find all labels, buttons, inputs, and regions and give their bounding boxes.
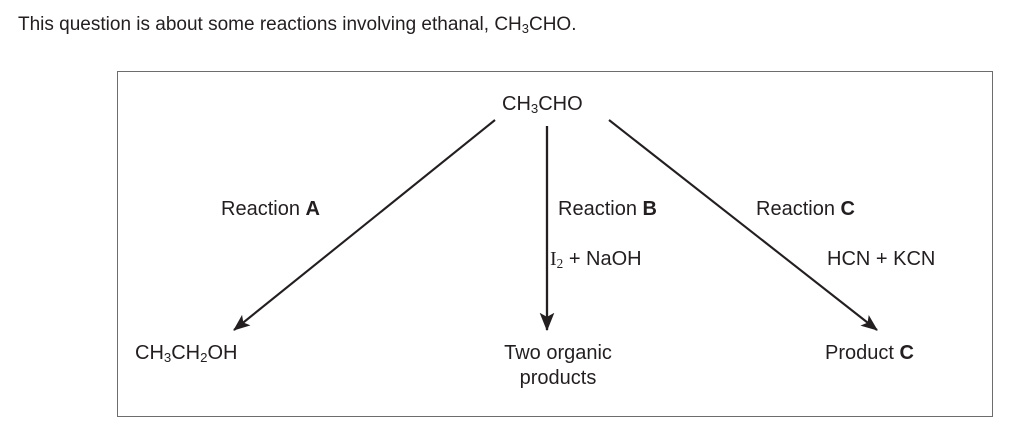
reaction-c-label: Reaction C xyxy=(756,197,855,222)
reaction-a-letter: A xyxy=(305,198,320,220)
reaction-scheme-box: CH3CHO Reaction A Reaction B Reaction C … xyxy=(117,71,993,417)
arrow-to-product-a xyxy=(233,119,496,331)
reaction-b-letter: B xyxy=(642,198,657,220)
product-a-part1: CH xyxy=(135,342,164,364)
starting-material-part1: CH xyxy=(502,93,531,115)
product-a-subscript-3: 3 xyxy=(163,349,172,365)
starting-material-label: CH3CHO xyxy=(502,92,583,121)
reagent-b-iodine-symbol: I xyxy=(550,248,557,270)
reaction-b-label-text: Reaction xyxy=(558,198,643,220)
intro-text-part2: CHO. xyxy=(528,14,577,35)
reagent-b-iodine: I2 xyxy=(550,248,564,272)
reaction-b-label: Reaction B xyxy=(558,197,657,222)
product-b-label: Two organic products xyxy=(448,341,668,391)
product-c-label-text: Product xyxy=(825,342,900,364)
reaction-b-reagents: I2 + NaOH xyxy=(550,247,642,276)
reagent-b-rest: + NaOH xyxy=(563,248,642,270)
reaction-a-label-text: Reaction xyxy=(221,198,306,220)
starting-material-subscript-3: 3 xyxy=(530,100,539,116)
arrow-to-product-c xyxy=(608,119,878,331)
product-a-part2: CH xyxy=(171,342,201,364)
intro-subscript-3: 3 xyxy=(521,20,529,36)
product-b-line2: products xyxy=(519,367,597,389)
product-a-part3: OH xyxy=(207,342,238,364)
question-intro-text: This question is about some reactions in… xyxy=(18,12,576,42)
product-b-line1: Two organic xyxy=(504,342,612,364)
starting-material-part2: CHO xyxy=(538,93,583,115)
reaction-c-label-text: Reaction xyxy=(756,198,841,220)
reaction-c-letter: C xyxy=(840,198,855,220)
reaction-c-reagents: HCN + KCN xyxy=(827,248,936,270)
reaction-arrows-group xyxy=(233,119,878,332)
reaction-a-label: Reaction A xyxy=(221,197,320,222)
intro-text-part1: This question is about some reactions in… xyxy=(18,14,522,35)
reagent-b-iodine-subscript-2: 2 xyxy=(556,256,564,272)
product-a-label: CH3CH2OH xyxy=(135,341,237,370)
product-c-letter: C xyxy=(899,342,914,364)
product-c-label: Product C xyxy=(825,341,914,366)
reaction-scheme-inner: CH3CHO Reaction A Reaction B Reaction C … xyxy=(118,72,992,416)
product-a-subscript-2: 2 xyxy=(200,349,208,365)
